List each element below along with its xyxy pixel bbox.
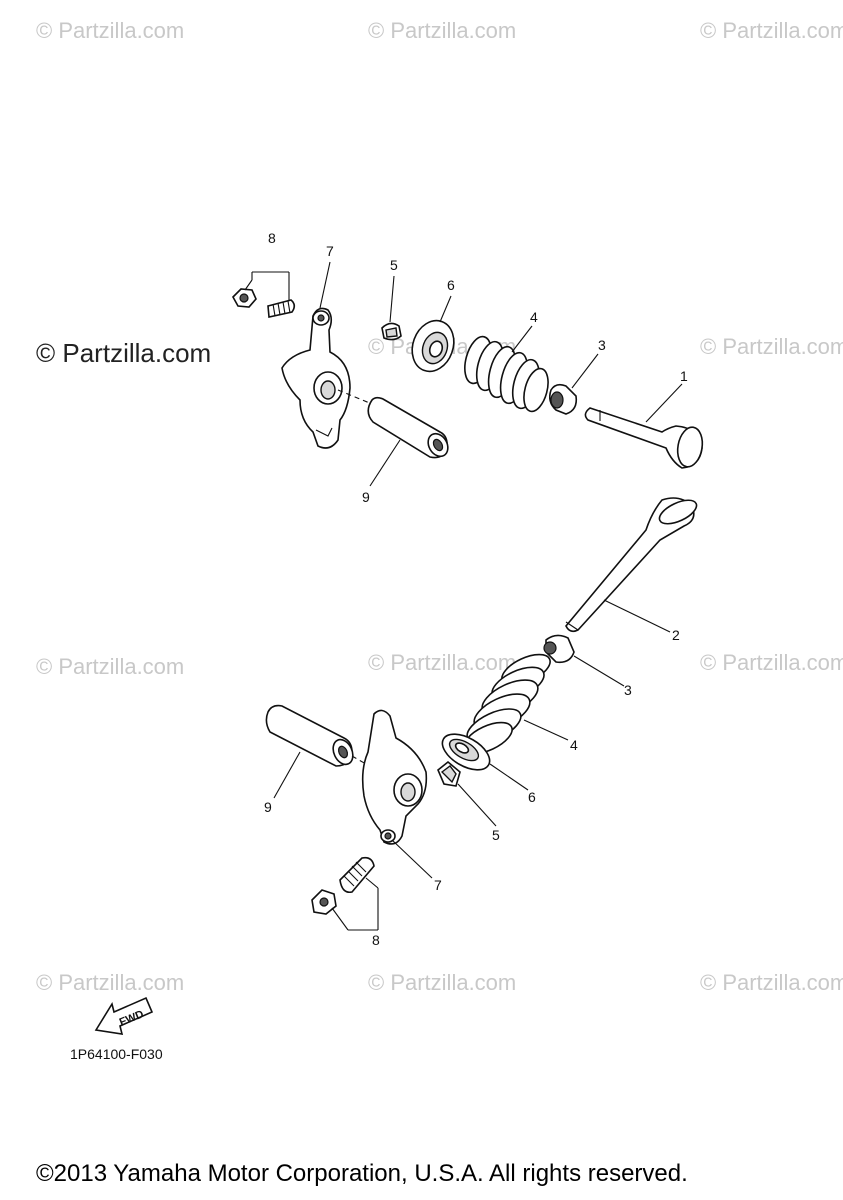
rocker-shaft-lower: [265, 704, 395, 781]
callout-4: 4: [530, 309, 538, 325]
callout-5: 5: [492, 827, 500, 843]
spring-retainer-upper: [411, 319, 455, 373]
valve-spring-upper: [464, 335, 549, 413]
stem-seal-lower: [543, 634, 575, 664]
diagram-code: 1P64100-F030: [70, 1046, 163, 1062]
stem-seal-upper: [549, 383, 578, 415]
callout-9: 9: [362, 489, 370, 505]
watermark: © Partzilla.com: [700, 650, 843, 675]
watermark: © Partzilla.com: [368, 18, 517, 43]
rocker-arm-lower: [361, 709, 428, 845]
callout-2: 2: [672, 627, 680, 643]
watermark-large: © Partzilla.com: [36, 338, 212, 368]
spring-retainer-lower: [441, 733, 491, 771]
watermark: © Partzilla.com: [36, 654, 185, 679]
adjusting-screw-lower: [311, 856, 375, 915]
watermark: © Partzilla.com: [368, 650, 517, 675]
rocker-shaft-upper: [337, 389, 449, 459]
valve-upper: [584, 407, 704, 469]
valve-spring-lower: [463, 653, 551, 755]
valve-cotter-upper: [381, 322, 402, 341]
callout-6: 6: [447, 277, 455, 293]
watermark: © Partzilla.com: [368, 970, 517, 995]
callout-4: 4: [570, 737, 578, 753]
watermark: © Partzilla.com: [700, 334, 843, 359]
rocker-arm-upper: [281, 307, 351, 449]
callout-7: 7: [434, 877, 442, 893]
callout-6: 6: [528, 789, 536, 805]
valve-lower: [565, 497, 698, 633]
watermark: © Partzilla.com: [700, 970, 843, 995]
upper-valve-assembly: 8 7 5 6 4 3 1 9: [232, 230, 704, 505]
fwd-arrow-icon: FWD: [94, 996, 154, 1035]
callout-8: 8: [372, 932, 380, 948]
watermark: © Partzilla.com: [36, 18, 185, 43]
callout-9: 9: [264, 799, 272, 815]
callout-7: 7: [326, 243, 334, 259]
copyright-notice: ©2013 Yamaha Motor Corporation, U.S.A. A…: [36, 1160, 688, 1187]
watermark: © Partzilla.com: [36, 970, 185, 995]
watermark: © Partzilla.com: [700, 18, 843, 43]
adjusting-screw-upper: [232, 288, 296, 318]
callout-5: 5: [390, 257, 398, 273]
lower-valve-assembly: 2 3 4 6 5 7 8 9: [264, 497, 698, 948]
callout-8: 8: [268, 230, 276, 246]
callout-3: 3: [624, 682, 632, 698]
callout-3: 3: [598, 337, 606, 353]
valve-cotter-lower: [437, 760, 461, 787]
callout-1: 1: [680, 368, 688, 384]
